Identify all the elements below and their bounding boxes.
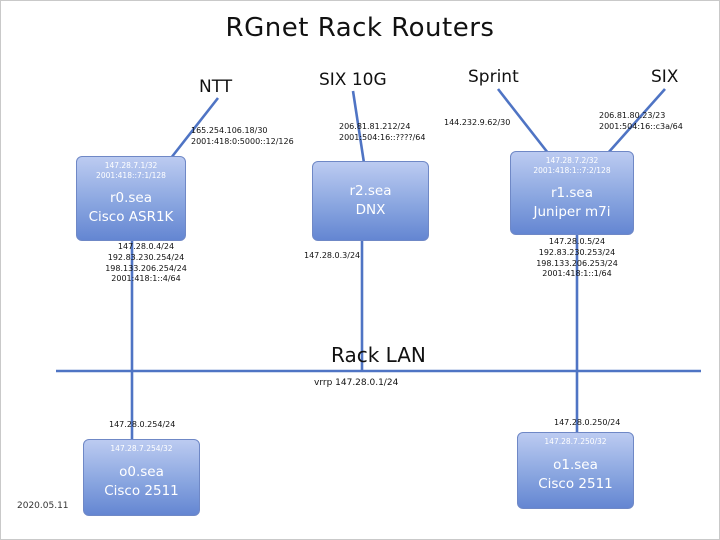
router-node-o0: 147.28.7.254/32 o0.sea Cisco 2511 bbox=[83, 439, 200, 516]
router-node-r0: 147.28.7.1/32 2001:418::7:1/128 r0.sea C… bbox=[76, 156, 186, 241]
router-r2-lan-addresses: 147.28.0.3/24 bbox=[304, 251, 361, 260]
uplink-addresses-ntt: 165.254.106.18/30 2001:418:0:5000::12/12… bbox=[191, 126, 294, 146]
router-node-r1: 147.28.7.2/32 2001:418:1::7:2/128 r1.sea… bbox=[510, 151, 634, 235]
page-title: RGnet Rack Routers bbox=[225, 13, 495, 43]
router-o1-loopback: 147.28.7.250/32 bbox=[544, 437, 607, 446]
router-r1-name: r1.sea Juniper m7i bbox=[533, 184, 611, 220]
uplink-addresses-sprint: 144.232.9.62/30 bbox=[444, 118, 511, 127]
router-o1-lan-address: 147.28.0.250/24 bbox=[554, 418, 621, 427]
rack-lan-vrrp: vrrp 147.28.0.1/24 bbox=[314, 378, 399, 388]
router-r1-loopback: 147.28.7.2/32 2001:418:1::7:2/128 bbox=[533, 156, 611, 175]
router-r0-lan-addresses: 147.28.0.4/24 192.83.230.254/24 198.133.… bbox=[105, 242, 187, 284]
router-node-r2: r2.sea DNX bbox=[312, 161, 429, 241]
uplink-label-sprint: Sprint bbox=[468, 67, 519, 87]
router-r0-loopback: 147.28.7.1/32 2001:418::7:1/128 bbox=[96, 161, 166, 180]
router-node-o1: 147.28.7.250/32 o1.sea Cisco 2511 bbox=[517, 432, 634, 509]
router-o1-name: o1.sea Cisco 2511 bbox=[538, 457, 613, 493]
router-r2-name: r2.sea DNX bbox=[349, 183, 392, 218]
router-o0-loopback: 147.28.7.254/32 bbox=[110, 444, 173, 453]
router-r1-lan-addresses: 147.28.0.5/24 192.83.230.253/24 198.133.… bbox=[536, 237, 618, 279]
uplink-label-six: SIX bbox=[651, 67, 679, 87]
uplink-label-ntt: NTT bbox=[199, 77, 233, 97]
uplink-addresses-six: 206.81.80.23/23 2001:504:16::c3a/64 bbox=[599, 111, 683, 131]
router-r0-name: r0.sea Cisco ASR1K bbox=[88, 190, 174, 226]
slide-date: 2020.05.11 bbox=[17, 501, 69, 511]
router-o0-name: o0.sea Cisco 2511 bbox=[104, 464, 179, 500]
uplink-label-six10g: SIX 10G bbox=[319, 70, 387, 90]
router-o0-lan-address: 147.28.0.254/24 bbox=[109, 420, 176, 429]
uplink-addresses-six10g: 206.81.81.212/24 2001:504:16::????/64 bbox=[339, 122, 426, 142]
rack-lan-label: Rack LAN bbox=[331, 343, 426, 367]
